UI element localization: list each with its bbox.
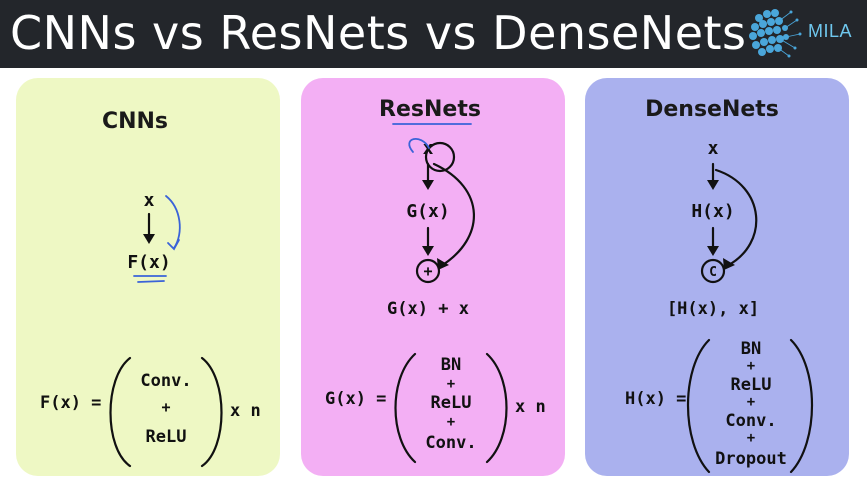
resnet-left-paren <box>394 352 417 464</box>
panel-title-densenets: DenseNets <box>645 97 779 122</box>
densenet-dense-connection <box>714 168 758 268</box>
densenet-formula-plus: + <box>747 394 755 410</box>
densenet-arrow-head-2 <box>707 246 719 256</box>
resnet-skip-arrow-head <box>437 258 449 270</box>
resnet-diagram: ResNets x G(x) + G(x) + x G(x) = BN + Re… <box>325 97 546 464</box>
resnet-block-label: G(x) <box>406 201 449 222</box>
cnn-formula-suffix: x n <box>230 401 261 421</box>
resnet-add-node <box>415 258 441 284</box>
cnn-annotation-arrow <box>165 195 181 251</box>
panel-title-resnets: ResNets <box>379 97 481 122</box>
densenet-dense-arrow-head <box>723 258 735 270</box>
cnn-left-paren <box>109 356 132 468</box>
resnet-annotation-loop <box>408 138 430 153</box>
densenet-formula-plus: + <box>747 430 755 446</box>
cnn-input-label: x <box>144 190 155 211</box>
logo-text: MILA <box>808 21 853 41</box>
resnet-formula-item: Conv. <box>425 433 476 453</box>
cnn-arrow-head <box>143 234 155 244</box>
densenet-input-label: x <box>708 138 719 159</box>
resnet-skip-connection <box>432 162 475 268</box>
densenet-concat-node <box>700 258 726 284</box>
resnet-formula-item: ReLU <box>431 393 472 413</box>
densenet-formula-item: Dropout <box>715 449 787 469</box>
resnet-right-paren <box>485 352 508 464</box>
page-title: CNNs vs ResNets vs DenseNets <box>10 6 747 60</box>
resnet-arrow-head-2 <box>422 246 434 256</box>
mila-brain-logo-icon <box>749 9 802 58</box>
densenet-output-label: [H(x), x] <box>667 299 759 319</box>
resnet-formula-item: BN <box>441 355 461 375</box>
densenet-formula-plus: + <box>747 358 755 374</box>
resnet-formula-suffix: x n <box>515 397 546 417</box>
resnet-input-circle <box>424 141 456 173</box>
resnet-add-symbol: + <box>423 262 432 280</box>
resnet-formula-lhs: G(x) = <box>325 389 386 409</box>
cnn-annotation-underline <box>133 275 167 283</box>
resnet-formula-plus: + <box>447 414 455 430</box>
panel-densenets: DenseNets x H(x) C [H(x), x] H(x) = BN +… <box>585 78 849 476</box>
cnn-formula-plus: + <box>161 398 170 416</box>
cnn-formula-lhs: F(x) = <box>40 393 101 413</box>
panel-resnets: ResNets x G(x) + G(x) + x G(x) = BN + Re… <box>301 78 565 476</box>
resnet-formula-plus: + <box>447 376 455 392</box>
cnn-formula-item: ReLU <box>146 427 187 447</box>
densenet-formula-item: BN <box>741 339 761 359</box>
densenet-left-paren <box>687 338 711 474</box>
cnn-block-label: F(x) <box>127 252 170 273</box>
densenet-diagram: DenseNets x H(x) C [H(x), x] H(x) = BN +… <box>625 97 813 474</box>
densenet-concat-symbol: C <box>709 265 717 280</box>
panel-cnns: CNNs x F(x) F(x) = Conv. + ReLU x n <box>16 78 280 476</box>
resnet-output-label: G(x) + x <box>387 299 469 319</box>
cnn-diagram: CNNs x F(x) F(x) = Conv. + ReLU x n <box>40 109 261 468</box>
cnn-right-paren <box>200 356 223 468</box>
header-bar: CNNs vs ResNets vs DenseNets MILA <box>0 0 867 68</box>
resnet-arrow-head-1 <box>422 180 434 190</box>
densenet-formula-item: Conv. <box>725 411 776 431</box>
densenet-formula-lhs: H(x) = <box>625 389 686 409</box>
densenet-formula-item: ReLU <box>731 375 772 395</box>
densenet-arrow-head-1 <box>707 180 719 190</box>
panel-title-cnns: CNNs <box>102 109 168 134</box>
cnn-formula-item: Conv. <box>140 371 191 391</box>
densenet-right-paren <box>789 338 813 474</box>
densenet-block-label: H(x) <box>691 201 734 222</box>
